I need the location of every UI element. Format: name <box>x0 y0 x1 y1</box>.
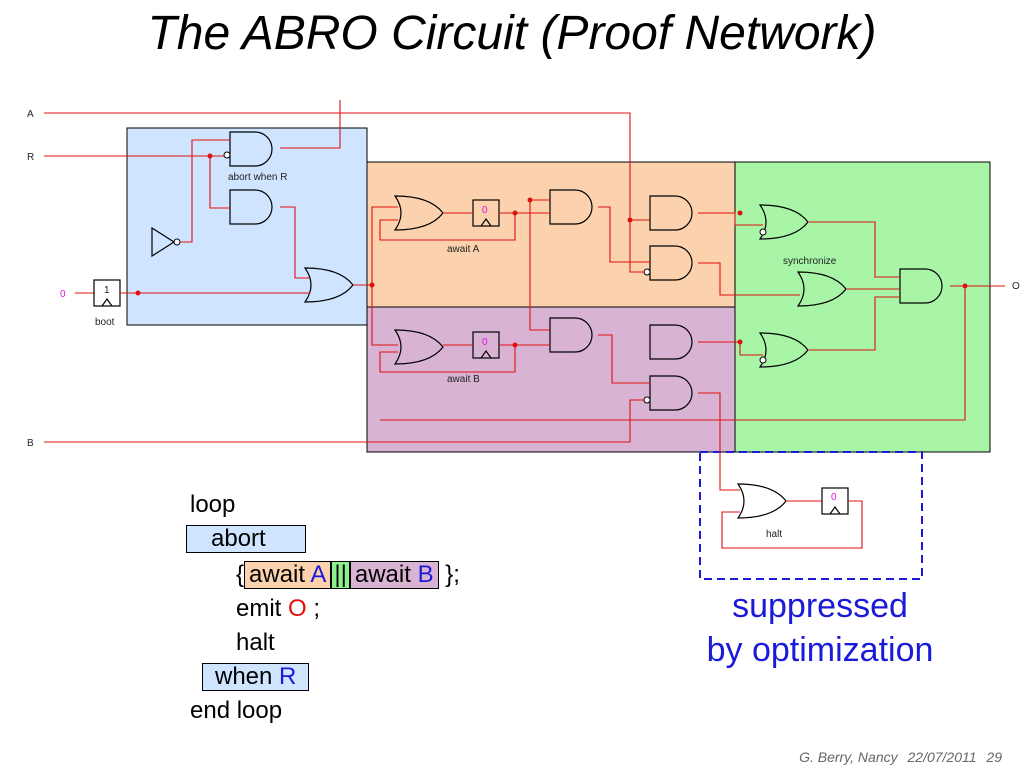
footer-date: 22/07/2011 <box>907 749 977 765</box>
signal-o: O <box>288 595 307 622</box>
code-line-halt: halt <box>236 629 275 656</box>
code-line-loop: loop <box>190 491 236 518</box>
close-brace: }; <box>445 561 460 588</box>
input-r-label: R <box>27 152 34 163</box>
suppressed-note: suppressed by optimization <box>680 584 960 672</box>
await-b-label: await B <box>447 374 480 385</box>
signal-b: B <box>417 561 434 588</box>
parallel-operator-box: || <box>331 561 350 589</box>
when-r-box: when R <box>202 663 310 691</box>
footer: G. Berry, Nancy 22/07/2011 29 <box>793 749 1002 765</box>
abort-keyword-box: abort <box>186 525 306 553</box>
halt-or-gate <box>737 483 787 519</box>
code-line-parallel: {await A||await B }; <box>236 560 460 590</box>
boot-label: boot <box>95 317 115 328</box>
await-a-label: await A <box>447 244 480 255</box>
input-a-label: A <box>27 109 34 120</box>
code-line-when: when R <box>202 662 310 692</box>
note-line-1: suppressed <box>732 587 908 625</box>
await-a-code-box: await A <box>244 561 332 589</box>
code-line-emit: emit O ; <box>236 595 321 622</box>
input-zero-label: 0 <box>60 289 66 300</box>
footer-page-number: 29 <box>986 749 1002 765</box>
await-b-reg-init: 0 <box>482 337 488 348</box>
signal-a: A <box>310 561 327 588</box>
abort-when-r-label: abort when R <box>228 172 287 183</box>
code-line-abort: abort <box>186 524 306 554</box>
output-o-label: O <box>1012 281 1020 292</box>
wire-b <box>44 399 650 443</box>
open-brace: { <box>236 561 245 588</box>
inverter <box>151 226 176 258</box>
code-line-end-loop: end loop <box>190 697 283 724</box>
synchronize-label: synchronize <box>783 256 837 267</box>
input-b-label: B <box>27 438 34 449</box>
await-a-region <box>366 161 736 308</box>
synchronize-region <box>734 161 991 453</box>
wire-a <box>44 112 650 221</box>
note-line-2: by optimization <box>706 631 934 669</box>
await-a-reg-init: 0 <box>482 205 488 216</box>
footer-author: G. Berry, Nancy <box>799 749 898 765</box>
signal-r: R <box>279 663 297 690</box>
suppressed-halt-box <box>699 451 923 580</box>
abro-circuit-diagram: A R 0 B O abort when R 1 boot 0 await A <box>27 100 1020 580</box>
await-b-region <box>366 306 736 453</box>
page-title: The ABRO Circuit (Proof Network) <box>147 7 877 60</box>
await-b-code-box: await B <box>349 561 439 589</box>
abort-region <box>126 127 368 326</box>
halt-label: halt <box>766 529 782 540</box>
halt-reg-init: 0 <box>831 492 837 503</box>
boot-init-value: 1 <box>104 285 110 296</box>
